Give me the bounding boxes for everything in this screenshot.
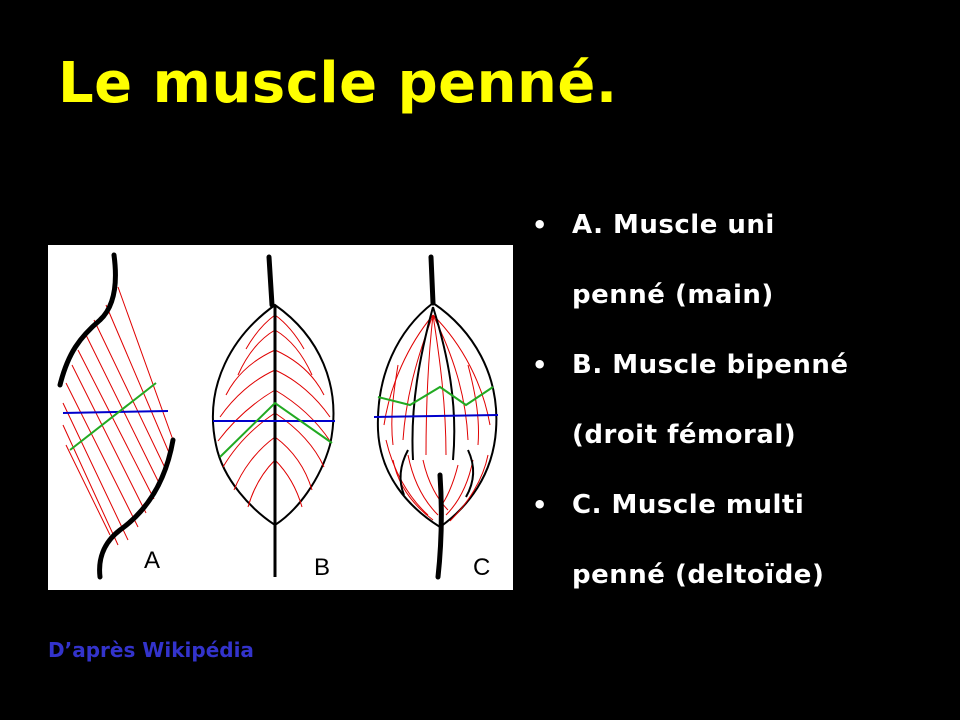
label-a: A [144, 547, 160, 574]
muscle-c-physiological-section [377, 385, 494, 407]
muscle-c-internal-tendons [399, 306, 474, 498]
label-b: B [314, 554, 330, 581]
bullet-text: B. Muscle bipenné (droit fémoral) [572, 330, 849, 470]
muscle-c-tendon-top [428, 254, 436, 306]
bullet-line: penné (deltoïde) [572, 560, 825, 590]
bullet-dot: • [532, 211, 548, 239]
muscle-c-diagram: C [373, 254, 499, 581]
bullet-list: • A. Muscle uni penné (main) • B. Muscle… [532, 190, 952, 610]
bullet-line: penné (main) [572, 280, 774, 310]
bullet-line: (droit fémoral) [572, 420, 797, 450]
bullet-line: C. Muscle multi [572, 490, 805, 520]
muscle-c-tendon-bottom [435, 472, 444, 580]
bullet-text: C. Muscle multi penné (deltoïde) [572, 470, 824, 610]
bullet-dot: • [532, 491, 548, 519]
label-c: C [473, 554, 490, 581]
muscle-a-tendon-lower [97, 437, 176, 580]
muscle-a-tendon-upper [57, 252, 118, 388]
muscle-a-fibers [62, 286, 174, 546]
muscle-b-diagram: B [211, 254, 335, 581]
muscle-c-cross-section [373, 414, 499, 418]
muscle-c-fibers [383, 314, 491, 522]
bullet-item-b: • B. Muscle bipenné (droit fémoral) [532, 330, 952, 470]
muscle-b-outline [211, 303, 335, 527]
slide-title: Le muscle penné. [58, 51, 618, 116]
pennate-muscle-figure: A [48, 245, 513, 590]
source-credit: D’après Wikipédia [48, 638, 254, 662]
muscle-a-physiological-section [69, 382, 157, 451]
muscle-b-physiological-section [219, 401, 333, 458]
muscle-a-cross-section [62, 410, 169, 414]
bullet-line: A. Muscle uni [572, 210, 775, 240]
bullet-line: B. Muscle bipenné [572, 350, 849, 380]
muscle-a-diagram: A [57, 252, 176, 580]
muscle-b-fibers [217, 314, 331, 508]
bullet-item-c: • C. Muscle multi penné (deltoïde) [532, 470, 952, 610]
bullet-text: A. Muscle uni penné (main) [572, 190, 775, 330]
bullet-item-a: • A. Muscle uni penné (main) [532, 190, 952, 330]
muscle-b-tendon-top [266, 254, 275, 308]
bullet-dot: • [532, 351, 548, 379]
